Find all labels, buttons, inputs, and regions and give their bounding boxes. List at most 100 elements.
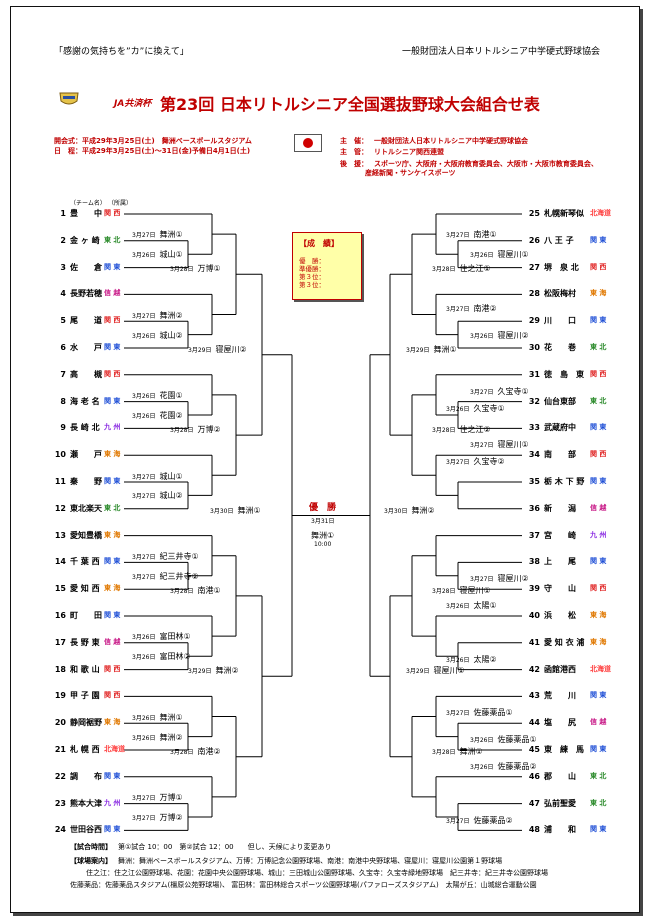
game-date: 3月27日 <box>132 232 156 240</box>
game-venue: 寝屋川② <box>497 574 529 584</box>
team-name: 札 幌 西 <box>70 745 100 754</box>
game-label: 3月28日舞洲① <box>432 747 483 757</box>
game-venue: 南港① <box>197 585 221 595</box>
team-name: 仙台東部 <box>544 396 576 406</box>
game-date: 3月29日 <box>188 346 212 354</box>
team-name: 川 口 <box>544 316 576 326</box>
team-region: 関 東 <box>104 557 121 566</box>
game-venue: 城山② <box>159 330 183 340</box>
team-number: 30 <box>528 343 540 352</box>
game-date: 3月29日 <box>188 668 212 676</box>
team-name: 秦 野 <box>70 477 102 486</box>
team-region: 関 西 <box>104 209 121 217</box>
team-name: 水 戸 <box>70 343 102 352</box>
team-region: 関 西 <box>590 262 607 271</box>
team-number: 2 <box>60 235 66 245</box>
game-label: 3月28日南港① <box>170 586 221 596</box>
game-date: 3月27日 <box>470 388 494 396</box>
results-title: 【成 績】 <box>299 239 339 248</box>
team-region: 東 海 <box>590 611 607 619</box>
team-region: 東 北 <box>590 798 607 807</box>
team-name: 守 山 <box>544 584 576 594</box>
supporters: 後 援：スポーツ庁、大阪府・大阪府教育委員会、大阪市・大阪市教育委員会、 <box>340 160 598 168</box>
team-region: 信 越 <box>590 503 607 512</box>
game-label: 3月27日久宝寺① <box>470 387 529 397</box>
team-region: 北海道 <box>104 745 125 753</box>
game-date: 3月27日 <box>446 306 470 314</box>
game-date: 3月28日 <box>432 266 456 274</box>
game-venue: 南港① <box>473 230 497 240</box>
game-venue: 舞洲① <box>237 505 261 515</box>
league-emblem-icon <box>58 91 80 107</box>
game-label: 3月26日寝屋川② <box>470 331 529 341</box>
game-label: 3月29日寝屋川① <box>406 666 465 676</box>
team-name: 徳 島 東 <box>544 369 584 379</box>
team-region: 東 北 <box>590 343 607 351</box>
team-name: 新 潟 <box>544 503 576 513</box>
game-label: 3月27日城山① <box>132 472 183 482</box>
team-number: 13 <box>54 530 66 540</box>
game-date: 3月27日 <box>446 232 470 240</box>
page-title: 第23回 日本リトルシニア全国選抜野球大会組合せ表 <box>160 95 540 114</box>
game-venue: 舞洲① <box>159 712 183 722</box>
result-third-2: 第３位： <box>299 281 325 289</box>
legend-region: （所属） <box>108 200 133 207</box>
game-venue: 久宝寺① <box>497 386 529 396</box>
team-number: 23 <box>54 798 66 808</box>
team-number: 22 <box>54 771 66 781</box>
team-number: 32 <box>528 396 540 406</box>
team-region: 信 越 <box>590 718 607 727</box>
game-label: 3月26日花園② <box>132 411 183 421</box>
game-label: 3月26日富田林① <box>132 632 191 642</box>
team-number: 9 <box>60 423 66 433</box>
team-number: 16 <box>54 611 66 620</box>
game-venue: 紀三井寺② <box>159 571 199 581</box>
team-number: 46 <box>528 771 540 781</box>
team-entry: 6 水 戸 <box>52 342 102 353</box>
game-label: 3月29日舞洲② <box>188 666 239 676</box>
game-date: 3月28日 <box>432 427 456 435</box>
game-date: 3月27日 <box>132 473 156 481</box>
schedule: 日 程：平成29年3月25日(土)～31日(金)予備日4月1日(土) <box>54 147 251 155</box>
team-region: 北海道 <box>590 664 611 673</box>
team-name: 海 老 名 <box>70 396 100 406</box>
team-region: 関 東 <box>104 343 121 351</box>
team-region: 関 東 <box>590 316 607 325</box>
game-venue: 久宝寺① <box>473 403 505 413</box>
organizer: 主 催：一般財団法人日本リトルシニア中学硬式野球協会 <box>340 137 528 145</box>
team-region: 関 東 <box>590 423 607 432</box>
team-region: 関 東 <box>104 825 121 834</box>
team-region: 九 州 <box>590 530 607 539</box>
game-date: 3月27日 <box>446 459 470 467</box>
team-name: 松阪梅村 <box>544 289 576 299</box>
game-venue: 花園② <box>159 411 183 420</box>
game-label: 3月28日住之江① <box>432 264 491 274</box>
team-name: 弘前聖愛 <box>544 798 576 808</box>
team-number: 33 <box>528 423 540 433</box>
team-region: 東 北 <box>590 771 607 780</box>
game-venue: 太陽① <box>473 601 497 611</box>
team-number: 40 <box>528 611 540 620</box>
game-venue: 佐藤薬品② <box>473 815 513 825</box>
game-venue: 寝屋川① <box>497 440 529 450</box>
game-venue: 舞洲① <box>159 230 183 240</box>
team-number: 12 <box>54 503 66 513</box>
team-number: 4 <box>60 289 66 299</box>
team-entry: 32 仙台東部 <box>524 396 576 407</box>
game-venue: 花園① <box>159 391 183 401</box>
team-region: 関 西 <box>104 664 121 673</box>
team-number: 5 <box>60 316 66 326</box>
game-venue: 万博② <box>197 425 221 435</box>
team-number: 6 <box>60 343 66 352</box>
game-label: 3月27日舞洲① <box>132 230 183 240</box>
